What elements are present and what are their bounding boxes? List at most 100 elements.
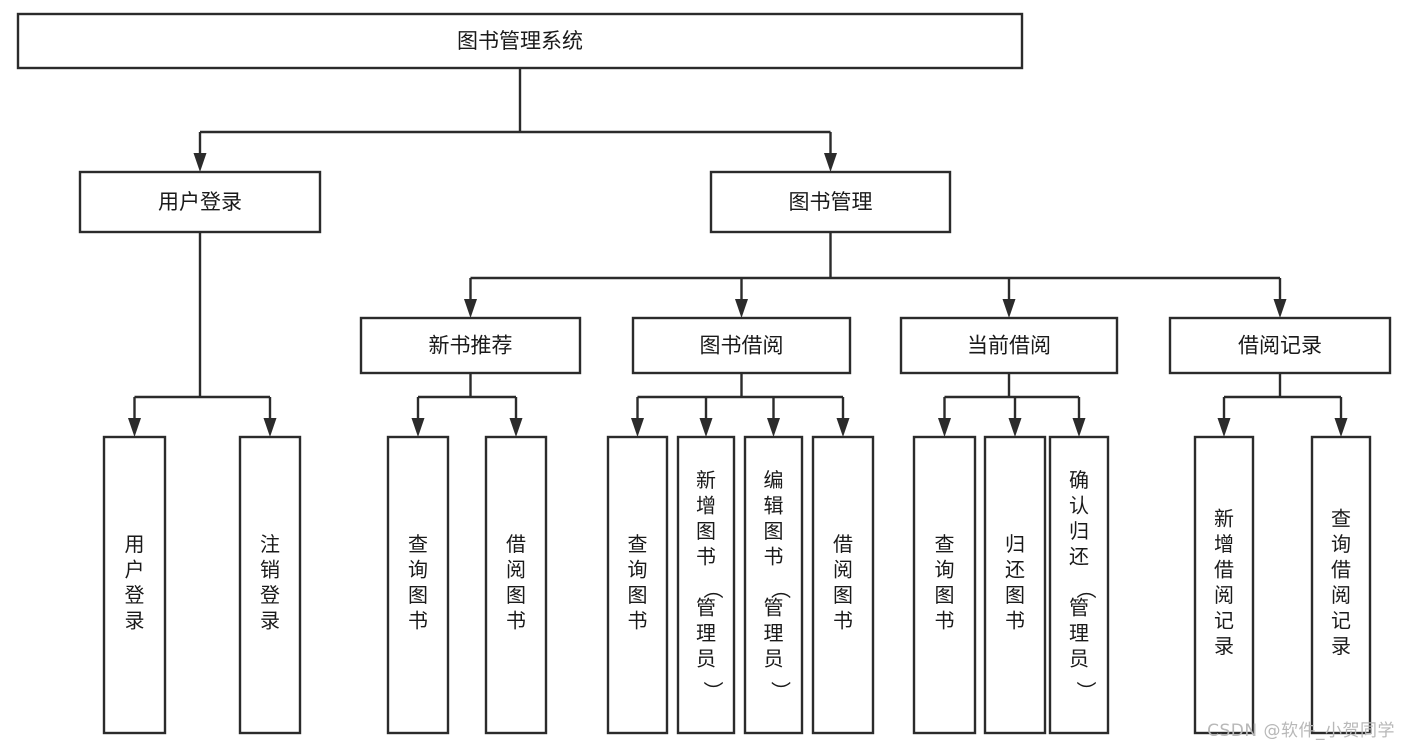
- node-label: 询: [628, 557, 648, 581]
- edge-arrowhead: [836, 418, 850, 437]
- node-label: 理: [764, 621, 784, 645]
- node-label: 管: [1069, 596, 1089, 620]
- node-label: 还: [1005, 557, 1025, 581]
- node-label: 还: [1069, 545, 1089, 569]
- edge-arrowhead: [464, 299, 477, 318]
- node-label: 员: [696, 647, 716, 671]
- node-label: 图: [408, 583, 428, 607]
- node-label: 书: [764, 545, 784, 569]
- node-box: [811, 435, 875, 735]
- node-label: 图: [1005, 583, 1025, 607]
- node-label: 借: [1331, 557, 1351, 581]
- node-box: [16, 12, 1024, 70]
- node-book-borrow[interactable]: 图书借阅: [631, 316, 852, 375]
- node-box: [484, 435, 548, 735]
- node-label: ）: [701, 681, 725, 701]
- node-box: [1193, 435, 1255, 735]
- node-label: 管: [764, 596, 784, 620]
- node-label: （: [701, 579, 725, 599]
- edge-arrowhead: [263, 418, 277, 437]
- node-label: ）: [1074, 681, 1098, 701]
- edge-arrowhead: [938, 418, 951, 437]
- node-label: 归: [1005, 532, 1025, 556]
- node-label: 阅: [1214, 583, 1234, 607]
- node-box: [631, 316, 852, 375]
- node-label: 新: [1214, 506, 1234, 530]
- node-label: 图书管理系统: [457, 29, 583, 53]
- node-box: [386, 435, 450, 735]
- node-label: 辑: [764, 494, 784, 518]
- node-label: 归: [1069, 519, 1089, 543]
- node-label: 图: [935, 583, 955, 607]
- node-label: 书: [1005, 608, 1025, 632]
- node-new-book-rec[interactable]: 新书推荐: [359, 316, 582, 375]
- node-box: [102, 435, 167, 735]
- node-book-manage[interactable]: 图书管理: [709, 170, 952, 234]
- node-leaf-user-login[interactable]: 用户登录: [102, 435, 167, 735]
- node-box: [676, 435, 736, 735]
- node-label: 编: [764, 468, 784, 492]
- node-label: 增: [1214, 532, 1234, 556]
- node-label: 记: [1214, 608, 1234, 632]
- node-label: 书: [935, 608, 955, 632]
- edge-arrowhead: [767, 418, 780, 437]
- node-label: 图: [833, 583, 853, 607]
- edge-arrowhead: [509, 418, 523, 437]
- node-box: [78, 170, 322, 234]
- node-label: 用: [125, 532, 145, 556]
- node-user-login[interactable]: 用户登录: [78, 170, 322, 234]
- node-label: 录: [1214, 634, 1234, 658]
- edge-arrowhead: [128, 418, 141, 437]
- node-label: 新书推荐: [429, 334, 513, 358]
- node-label: 新: [696, 468, 716, 492]
- node-borrow-record[interactable]: 借阅记录: [1168, 316, 1392, 375]
- node-box: [238, 435, 302, 735]
- node-label: 借: [1214, 557, 1234, 581]
- node-label: 录: [260, 608, 280, 632]
- node-box: [1168, 316, 1392, 375]
- node-label: 注: [260, 532, 280, 556]
- node-label: 书: [506, 608, 526, 632]
- node-label: 书: [833, 608, 853, 632]
- node-box: [709, 170, 952, 234]
- node-label: 员: [764, 647, 784, 671]
- node-layer: 图书管理系统用户登录图书管理新书推荐图书借阅当前借阅借阅记录用户登录注销登录查询…: [16, 12, 1392, 735]
- node-label: 书: [696, 545, 716, 569]
- node-label: 理: [696, 621, 716, 645]
- node-label: 查: [1331, 506, 1351, 530]
- node-label: 户: [125, 557, 145, 581]
- node-label: 图书借阅: [700, 334, 784, 358]
- node-box: [606, 435, 669, 735]
- node-label: 管: [696, 596, 716, 620]
- edge-arrowhead: [1072, 418, 1086, 437]
- node-box: [1048, 435, 1110, 735]
- node-current-borrow[interactable]: 当前借阅: [899, 316, 1119, 375]
- node-label: 询: [408, 557, 428, 581]
- node-box: [983, 435, 1047, 735]
- node-label: ）: [769, 681, 793, 701]
- node-label: 录: [125, 608, 145, 632]
- edge-arrowhead: [1002, 299, 1016, 318]
- node-label: 询: [1331, 532, 1351, 556]
- node-label: （: [1074, 579, 1098, 599]
- edge-arrowhead: [193, 153, 207, 172]
- edge-layer: [128, 68, 1348, 437]
- node-root[interactable]: 图书管理系统: [16, 12, 1024, 70]
- node-label: 认: [1069, 494, 1089, 518]
- node-label: 借: [833, 532, 853, 556]
- node-label: 图: [764, 519, 784, 543]
- edge-arrowhead: [699, 418, 713, 437]
